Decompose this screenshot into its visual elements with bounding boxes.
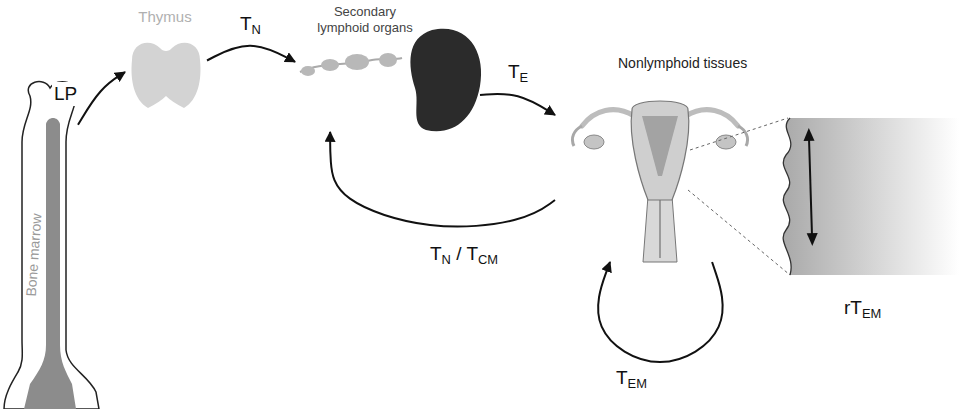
- zoom-line: [690, 118, 788, 150]
- thymus-shape: [132, 43, 201, 108]
- spleen-shape: [410, 29, 481, 132]
- migration-arrow: [78, 72, 125, 125]
- uterine-cavity: [642, 116, 678, 176]
- tissue-band: [783, 118, 959, 275]
- migration-arrow: [480, 94, 555, 115]
- bone-outline: [4, 82, 99, 409]
- zoom-line: [688, 190, 790, 275]
- bone-marrow-node: Bone marrow: [10, 80, 78, 405]
- double-arrow-head: [807, 233, 818, 246]
- node-label: Bone marrow: [23, 213, 46, 297]
- lymph-node: [379, 53, 397, 67]
- node-label: Secondary lymphoid organs: [310, 4, 420, 35]
- node-label: Nonlymphoid tissues: [618, 55, 747, 72]
- migration-arrow: [598, 262, 723, 362]
- vagina: [643, 196, 677, 262]
- cell-type-label: rTEM: [842, 296, 883, 320]
- fimbriae: [572, 126, 582, 146]
- lymph-node: [301, 66, 315, 76]
- cervical-canal: [659, 200, 661, 258]
- lymph-node: [345, 54, 369, 70]
- migration-arrow: [207, 46, 295, 62]
- node-label: Thymus: [125, 8, 205, 26]
- nonlymphoid-tissues-node: Nonlymphoid tissues: [555, 52, 775, 262]
- migration-arrow: [330, 132, 555, 227]
- uterus-body: [631, 101, 689, 200]
- thymus-node: Thymus: [125, 8, 207, 113]
- ovary: [584, 135, 604, 149]
- epithelium-edge: [783, 118, 791, 275]
- double-arrow-shaft: [809, 138, 812, 236]
- edge-label: TEM: [614, 366, 649, 390]
- lymphoid-organs-node: Secondary lymphoid organs: [295, 2, 480, 132]
- fimbriae: [738, 126, 748, 146]
- fallopian-tube: [686, 110, 738, 126]
- lymph-node: [321, 59, 339, 71]
- edge-label: TN / TCM: [428, 242, 500, 266]
- edge-label: TE: [506, 60, 530, 84]
- ovary: [716, 135, 736, 149]
- edge-label: LP: [52, 82, 79, 106]
- fallopian-tube: [582, 110, 634, 126]
- edge-label: TN: [238, 12, 263, 36]
- double-arrow-head: [804, 128, 815, 141]
